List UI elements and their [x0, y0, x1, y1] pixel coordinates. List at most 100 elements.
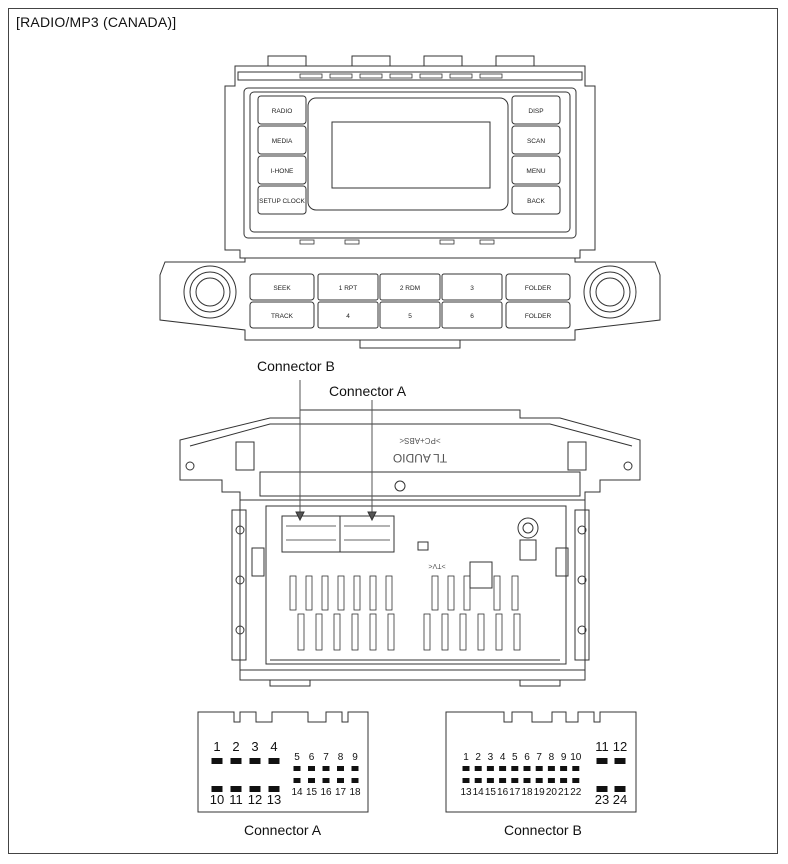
connector-b-pin-label: 13 [460, 787, 472, 798]
preset-3-label: 3 [470, 285, 474, 292]
connector-b-pin-terminal [499, 766, 507, 771]
head-unit-rear [179, 409, 641, 687]
connector-a-pin-terminal [211, 758, 223, 764]
connector-b-pin-terminal [560, 766, 568, 771]
connector-a-pin-label: 14 [291, 787, 303, 798]
radio-button-label: RADIO [272, 108, 293, 115]
connector-b-pin-label: 10 [570, 752, 582, 763]
connector-b-pin-terminal [462, 766, 470, 771]
preset-2-label: 2 RDM [400, 285, 420, 292]
connector-b-pin-terminal [474, 778, 482, 783]
connector-b-pin-label: 11 [595, 739, 609, 754]
media-button-label: MEDIA [272, 138, 293, 145]
connector-b-pin-label: 20 [546, 787, 558, 798]
connector-a-pin-terminal [293, 778, 301, 783]
folder-down-label: FOLDER [525, 313, 552, 320]
connector-a-pin-terminal [322, 778, 330, 783]
connector-b-pin-label: 5 [512, 752, 518, 763]
connector-a-pin-terminal [268, 758, 280, 764]
connector-b-pin-label: 14 [473, 787, 485, 798]
disp-button-label: DISP [528, 108, 543, 115]
connector-a-pin-label: 18 [349, 787, 361, 798]
connector-a-pin-label: 15 [306, 787, 318, 798]
connector-b-pin-terminal [560, 778, 568, 783]
connector-b-pin-label: 21 [558, 787, 570, 798]
connector-b-pin-terminal [511, 778, 519, 783]
connector-b-pin-terminal [486, 766, 494, 771]
connector-b-pin-terminal [462, 778, 470, 783]
connector-a-callout-line [367, 400, 377, 522]
setup-clock-button-label: SETUP CLOCK [259, 198, 305, 205]
connector-b-pin-label: 3 [488, 752, 494, 763]
connector-b-pin-label: 2 [475, 752, 481, 763]
connector-b-pin-terminal [614, 786, 626, 792]
connector-a-pin-label: 13 [267, 792, 281, 807]
scan-button-label: SCAN [527, 138, 545, 145]
connector-a-pin-label: 6 [309, 752, 315, 763]
connector-b-pin-label: 9 [561, 752, 567, 763]
preset-1-label: 1 RPT [339, 285, 357, 292]
rear-label-text: TL AUDIO [393, 451, 447, 465]
rear-panel-markings: TL AUDIO >PC+ABS< >TV< [393, 436, 447, 569]
connector-a-pin-label: 9 [352, 752, 358, 763]
connector-b-pin-label: 24 [613, 792, 627, 807]
connector-b-pin-terminal [547, 766, 555, 771]
connector-b-pin-label: 1 [463, 752, 469, 763]
rear-small-mark: >TV< [428, 562, 445, 569]
connector-a-caption: Connector A [244, 822, 322, 838]
connector-a-pin-terminal [230, 758, 242, 764]
connector-a-pin-terminal [211, 786, 223, 792]
connector-a-pin-terminal [230, 786, 242, 792]
connector-a-pin-label: 16 [320, 787, 332, 798]
menu-button-label: MENU [526, 168, 545, 175]
connector-b-pin-terminal [523, 766, 531, 771]
connector-b-pin-label: 4 [500, 752, 506, 763]
connector-a-callout-label: Connector A [329, 383, 407, 399]
connector-b-pin-terminal [547, 778, 555, 783]
connector-a-pin-terminal [268, 786, 280, 792]
connector-b-pin-terminal [474, 766, 482, 771]
connector-a-pin-terminal [308, 778, 315, 783]
connector-b-pin-terminal [535, 766, 543, 771]
connector-b-pin-terminal [596, 758, 608, 764]
connector-a-pin-label: 1 [213, 739, 220, 754]
connector-a-pin-label: 2 [232, 739, 239, 754]
connector-b-pin-label: 19 [534, 787, 546, 798]
connector-b-pin-label: 22 [570, 787, 582, 798]
connector-b-pin-terminal [572, 766, 580, 771]
connector-b-pin-terminal [572, 778, 580, 783]
connector-a-pin-label: 7 [323, 752, 329, 763]
connector-a-pin-terminal [249, 786, 261, 792]
diagram-frame [8, 8, 778, 854]
connector-a-pin-label: 4 [270, 739, 277, 754]
connector-a-pin-terminal [351, 766, 359, 771]
connector-b-pin-terminal [511, 766, 519, 771]
connector-b-pin-terminal [486, 778, 494, 783]
connector-a-pin-label: 11 [229, 792, 243, 807]
connector-b-pin-label: 8 [549, 752, 555, 763]
connector-b-pin-terminal [596, 786, 608, 792]
connector-b-pin-terminal [614, 758, 626, 764]
connector-a-pin-terminal [337, 766, 344, 771]
preset-6-label: 6 [470, 313, 474, 320]
connector-b-pin-terminal [535, 778, 543, 783]
connector-b-pin-label: 18 [521, 787, 533, 798]
connector-b-pin-label: 16 [497, 787, 509, 798]
connector-a-pin-label: 17 [335, 787, 347, 798]
head-unit-front [159, 55, 661, 349]
connector-b-outline [445, 711, 637, 813]
preset-4-label: 4 [346, 313, 350, 320]
connector-a-pin-label: 5 [294, 752, 300, 763]
connector-b-pin-label: 17 [509, 787, 521, 798]
rear-label-code: >PC+ABS< [399, 436, 440, 445]
back-button-label: BACK [527, 198, 545, 205]
front-button-labels: RADIO MEDIA I-HONE SETUP CLOCK DISP SCAN… [259, 108, 551, 320]
page-title: [RADIO/MP3 (CANADA)] [16, 14, 177, 30]
connector-b-pin-label: 15 [485, 787, 497, 798]
connector-a-pin-terminal [351, 778, 359, 783]
connector-b-pin-label: 23 [595, 792, 609, 807]
connector-a-pin-label: 12 [248, 792, 262, 807]
